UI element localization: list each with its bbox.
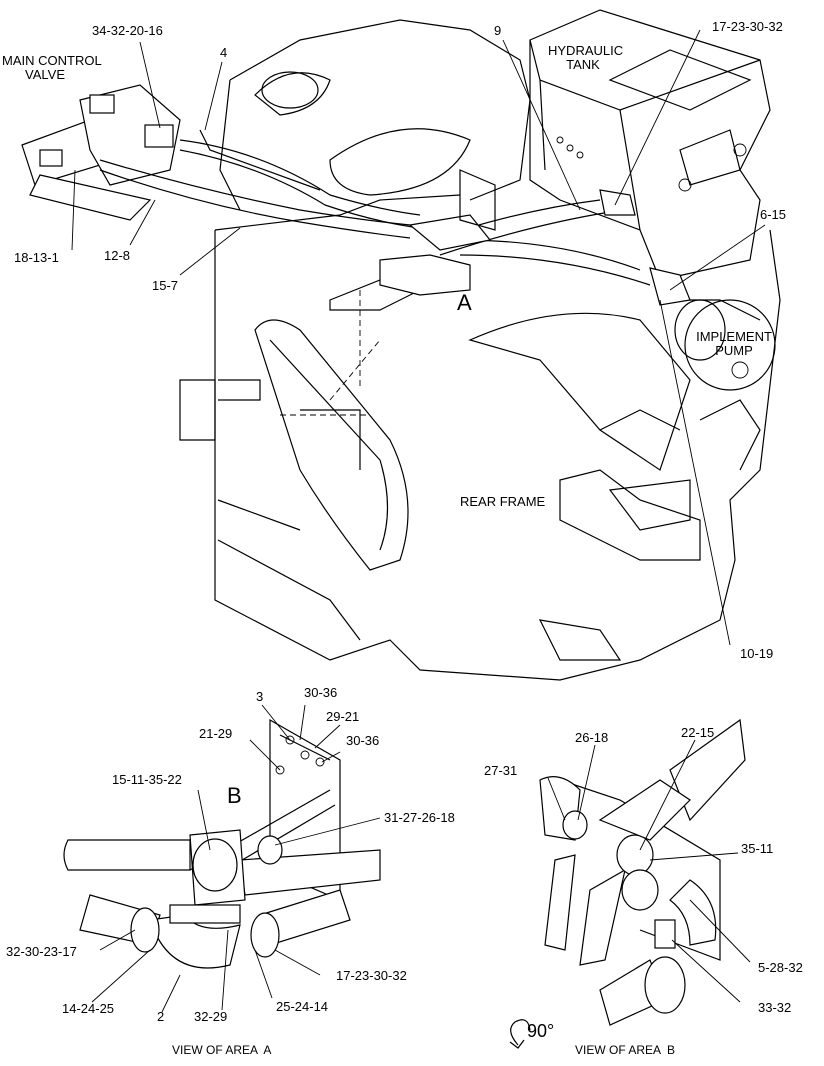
callout-10-19: 10-19: [740, 646, 774, 661]
callout-12-8: 12-8: [104, 248, 131, 263]
top-leader-lines: [71, 29, 766, 646]
area-a-marker: A: [457, 290, 472, 315]
callout-30-36-b: 30-36: [346, 733, 380, 748]
callout-17-23-30-32-top: 17-23-30-32: [712, 19, 783, 34]
callout-9: 9: [494, 23, 502, 38]
main-control-valve-drawing: [21, 84, 181, 221]
callout-3: 3: [256, 689, 264, 704]
main-control-valve-label: MAIN CONTROL VALVE: [2, 53, 102, 83]
callout-22-15: 22-15: [681, 725, 715, 740]
view-a-drawing: [63, 718, 381, 969]
callout-32-29: 32-29: [194, 1009, 228, 1024]
callout-26-18: 26-18: [575, 730, 609, 745]
callout-30-36-a: 30-36: [304, 685, 338, 700]
callout-34-32-20-16: 34-32-20-16: [92, 23, 163, 38]
callout-5-28-32: 5-28-32: [758, 960, 803, 975]
callout-2: 2: [157, 1009, 165, 1024]
callout-17-23-30-32-a: 17-23-30-32: [336, 968, 407, 983]
callout-35-11: 35-11: [741, 841, 774, 856]
callout-6-15: 6-15: [760, 207, 787, 222]
view-a-leader-lines: [91, 704, 381, 1013]
callout-15-7: 15-7: [152, 278, 179, 293]
callout-29-21: 29-21: [326, 709, 360, 724]
callout-33-32: 33-32: [758, 1000, 792, 1015]
rear-frame-label: REAR FRAME: [460, 494, 546, 509]
view-b-leader-lines: [547, 739, 751, 1003]
rotation-label: 90°: [527, 1021, 555, 1041]
view-b-drawing: [539, 718, 746, 1026]
callout-21-29: 21-29: [199, 726, 233, 741]
hydraulic-tank-label: HYDRAULIC TANK: [548, 43, 624, 73]
callout-32-30-23-17: 32-30-23-17: [6, 944, 77, 959]
top-hoses-drawing: [99, 129, 691, 306]
rear-frame-drawing: [179, 19, 781, 681]
callout-31-27-26-18: 31-27-26-18: [384, 810, 455, 825]
view-area-a-caption: VIEW OF AREA A: [172, 1043, 272, 1057]
callout-4: 4: [220, 45, 228, 60]
hydraulic-tank-drawing: [529, 9, 771, 281]
implement-pump-label: IMPLEMENT PUMP: [696, 329, 772, 359]
view-area-b-caption: VIEW OF AREA B: [575, 1043, 676, 1057]
callout-18-13-1: 18-13-1: [14, 250, 59, 265]
callout-15-11-35-22: 15-11-35-22: [112, 772, 182, 787]
rotation-arrow-icon: [509, 1019, 531, 1049]
area-b-marker: B: [227, 783, 242, 808]
callout-25-24-14: 25-24-14: [276, 999, 329, 1014]
callout-27-31: 27-31: [484, 763, 518, 778]
callout-14-24-25: 14-24-25: [62, 1001, 115, 1016]
